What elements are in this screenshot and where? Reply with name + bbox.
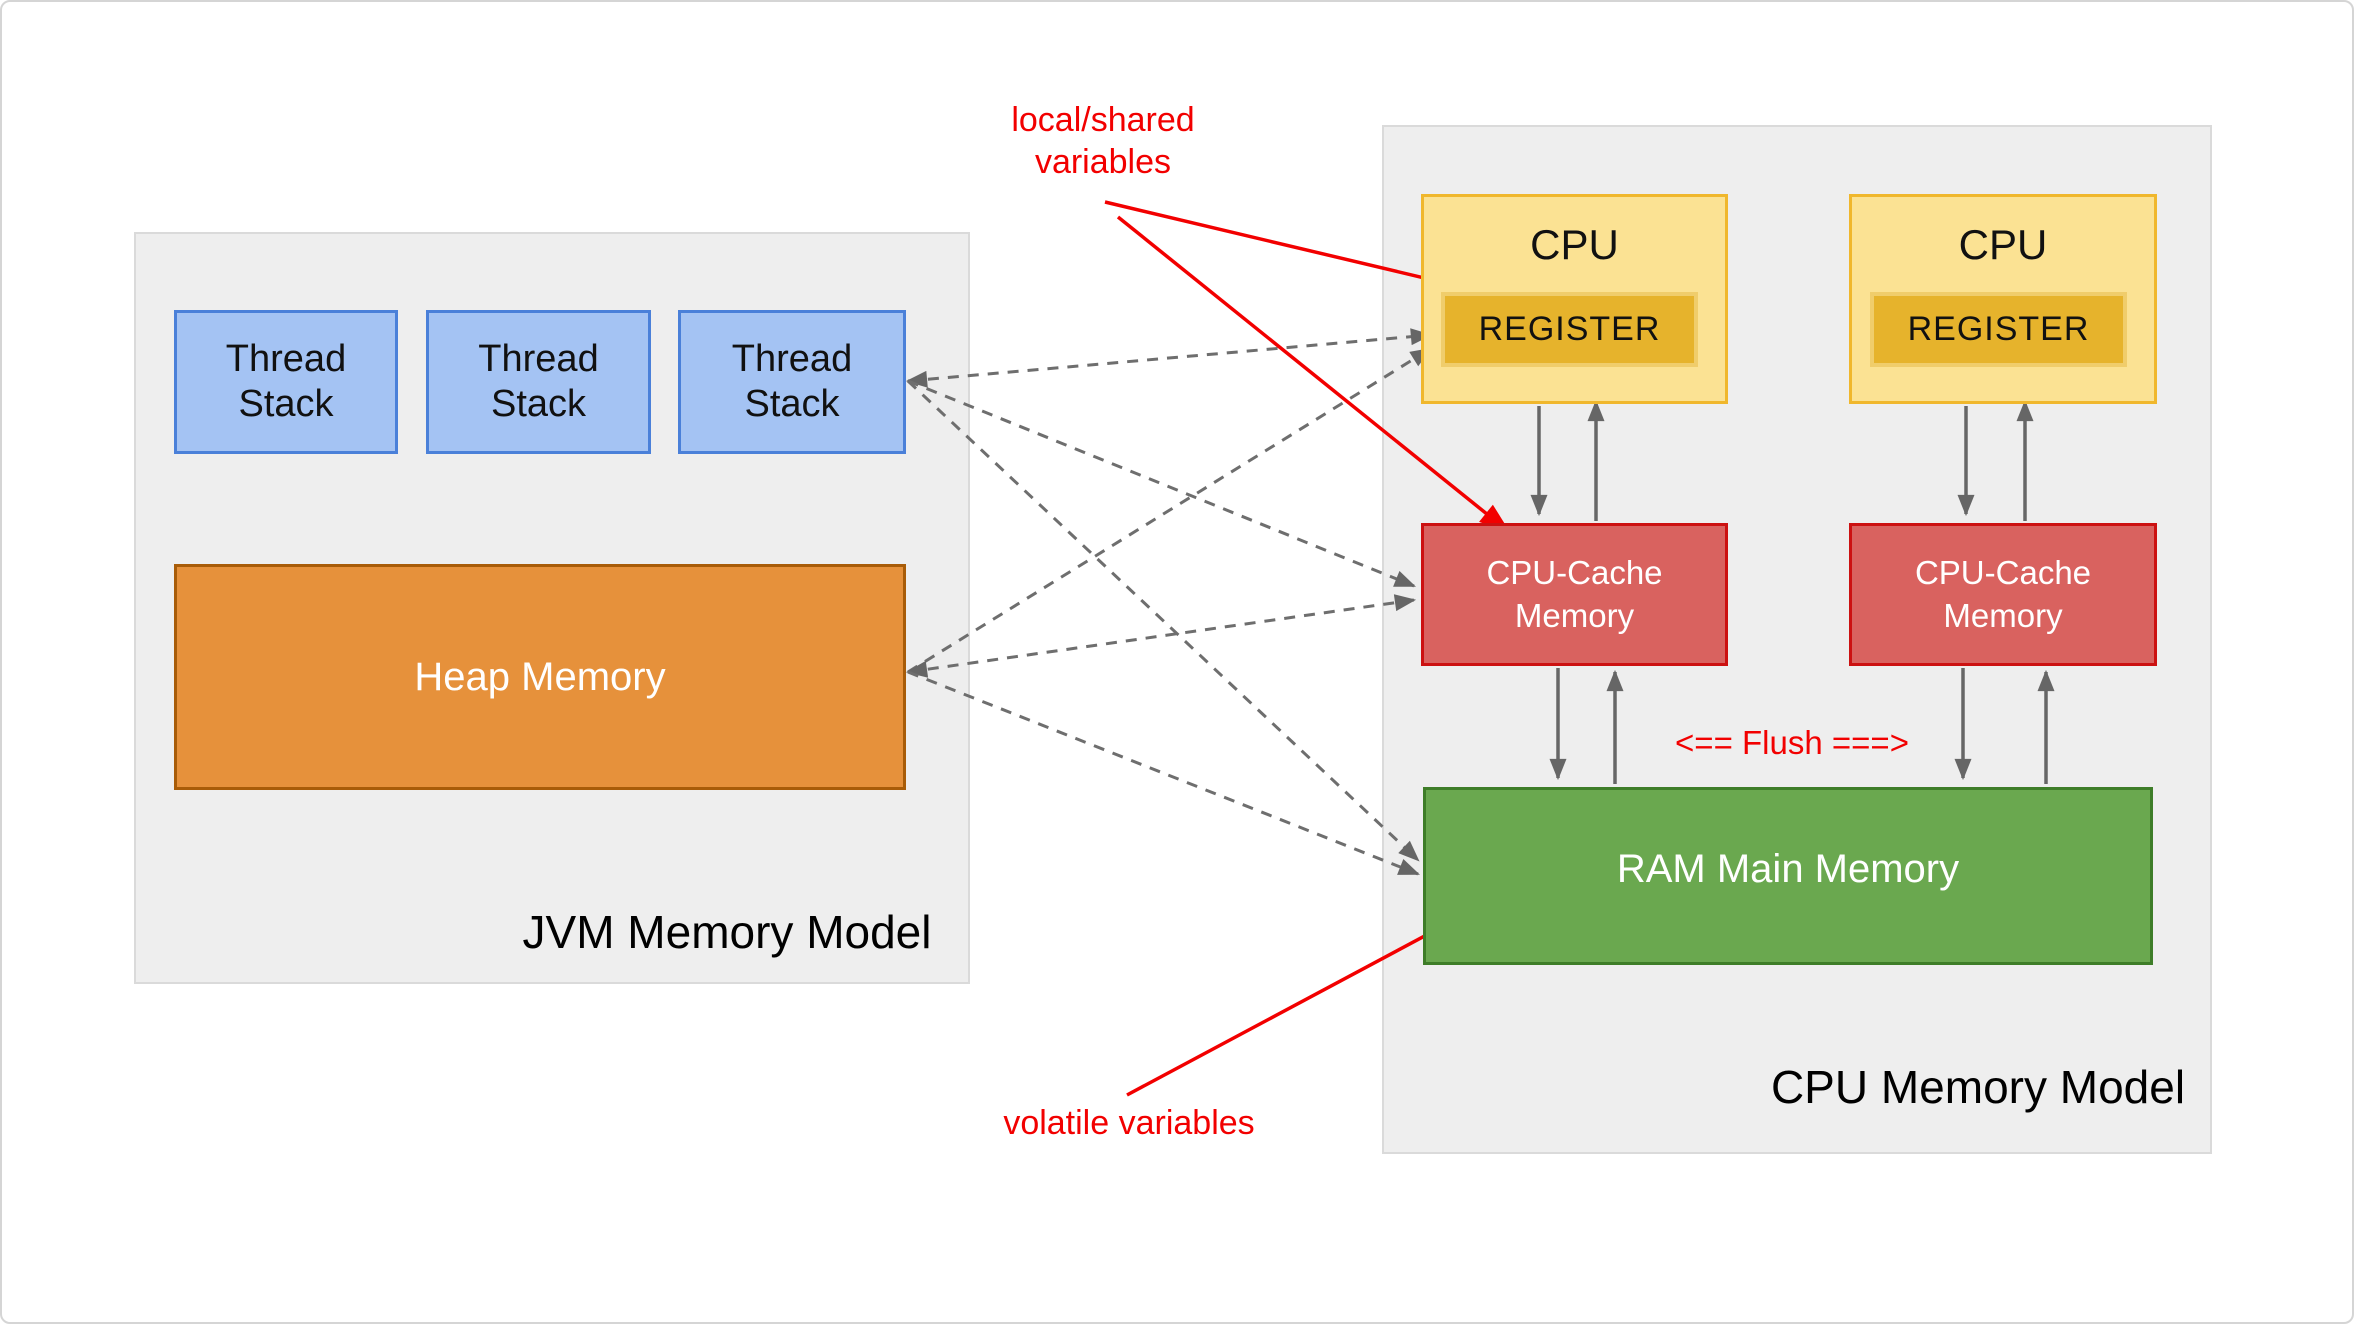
dashed-arrow-heap-cache — [905, 594, 1417, 678]
dashed-arrow-heap-register — [907, 347, 1432, 674]
ram-main-memory-label: RAM Main Memory — [1616, 846, 1960, 891]
cpu1-register-label: REGISTER — [1478, 310, 1661, 348]
cpu-panel-title: CPU Memory Model — [1770, 1061, 2186, 1113]
thread-stack-label-2: Thread Stack — [478, 338, 599, 425]
flush-label: <== Flush ===> — [1675, 724, 1909, 761]
dashed-arrow-threadstack-cache — [907, 379, 1416, 588]
cpu2-label: CPU — [1958, 221, 2048, 268]
thread-stack-label-3: Thread Stack — [731, 338, 853, 425]
thread-stack-box-2: Thread Stack — [426, 310, 651, 454]
thread-stack-box-3: Thread Stack — [678, 310, 906, 454]
cpu1-cache-box: CPU-Cache Memory — [1421, 523, 1728, 666]
cpu1-cache-label: CPU-Cache Memory — [1486, 553, 1663, 634]
dashed-arrow-threadstack-ram — [906, 379, 1420, 862]
heap-memory-label: Heap Memory — [414, 654, 666, 699]
jvm-panel-title: JVM Memory Model — [522, 906, 932, 958]
dashed-arrow-heap-ram — [907, 670, 1420, 876]
dashed-arrow-threadstack-register — [905, 328, 1433, 388]
cpu1-register-box: REGISTER — [1441, 292, 1698, 367]
dashed-connectors — [905, 328, 1433, 876]
ram-main-memory-box: RAM Main Memory — [1423, 787, 2153, 965]
heap-memory-box: Heap Memory — [174, 564, 906, 790]
local-shared-variables-note: local/shared variables — [1011, 101, 1195, 181]
volatile-variables-note: volatile variables — [1003, 1104, 1255, 1142]
cpu2-register-box: REGISTER — [1870, 292, 2127, 367]
thread-stack-label-1: Thread Stack — [225, 338, 347, 425]
cpu2-register-label: REGISTER — [1907, 310, 2090, 348]
thread-stack-box-1: Thread Stack — [174, 310, 398, 454]
cpu2-cache-box: CPU-Cache Memory — [1849, 523, 2157, 666]
cpu2-cache-label: CPU-Cache Memory — [1914, 553, 2092, 634]
cpu1-label: CPU — [1530, 221, 1619, 268]
